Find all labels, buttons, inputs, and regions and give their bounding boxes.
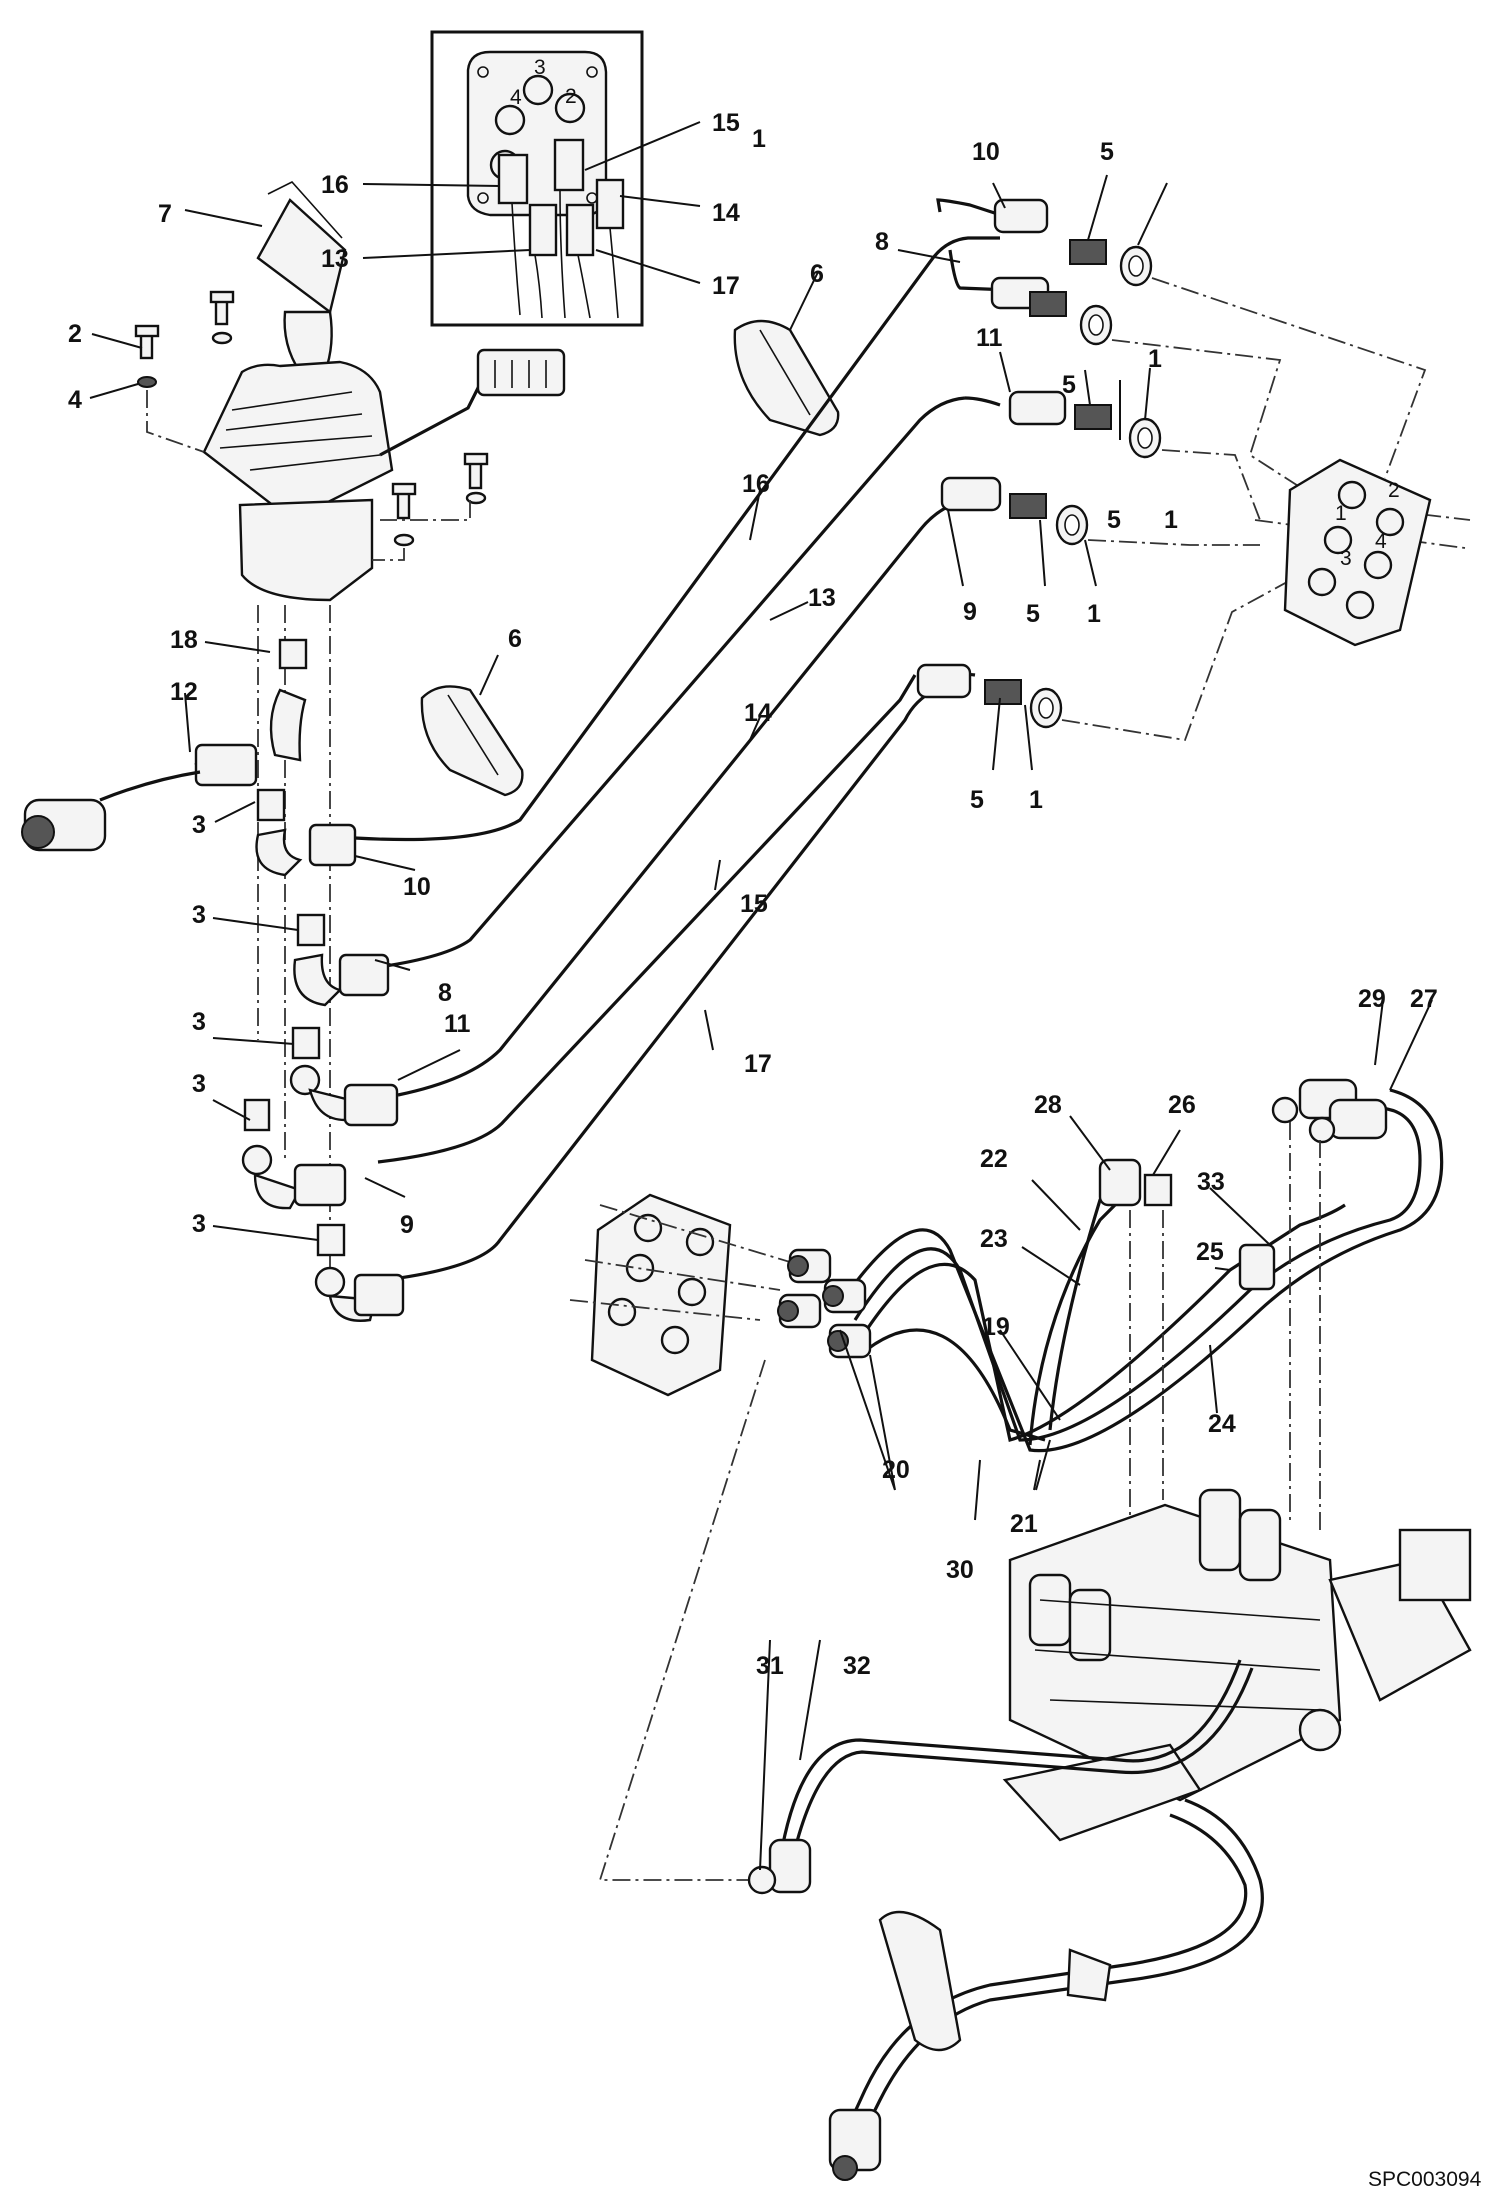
inset-hose-marker-16	[497, 153, 529, 205]
lower-port-block	[590, 1193, 732, 1397]
callout-numbers: 1 1 1 1 1 2 3 3 3 3 3 4 5 5 5 5 5 6 6 7 …	[68, 109, 1438, 1680]
inset-port-3: 3	[534, 56, 546, 79]
leader-lines	[89, 121, 1433, 1871]
callout-1d: 1	[1087, 600, 1101, 628]
hose-end-11	[1008, 390, 1067, 426]
callout-8a: 8	[875, 228, 889, 256]
inset-port-2: 2	[565, 85, 577, 108]
callout-14a: 14	[712, 199, 740, 227]
inset-port-4: 4	[510, 86, 522, 109]
drawing-code: SPC003094	[1368, 2168, 1482, 2191]
callout-11a: 11	[976, 324, 1003, 352]
cable-strap-upper	[733, 319, 840, 437]
control-valve	[1002, 1488, 1472, 1842]
callout-13a: 13	[321, 245, 349, 273]
callout-6a: 6	[810, 260, 824, 288]
inset-hose-marker-14	[595, 178, 625, 230]
callout-31: 31	[756, 1652, 784, 1680]
fitting-18	[278, 638, 308, 670]
callout-9a: 9	[963, 598, 977, 626]
joystick-port-inset: 3 4 2 1	[430, 30, 644, 327]
inset-hose-marker-13	[528, 203, 558, 257]
hose-end-9	[940, 476, 1002, 512]
block-port-2: 2	[1388, 479, 1400, 502]
callout-1a: 1	[752, 125, 766, 153]
callout-17a: 17	[712, 272, 740, 300]
joystick-grip	[256, 198, 347, 315]
valve-fittings-20	[777, 1248, 872, 1359]
clamp-33	[1238, 1243, 1276, 1291]
callout-5a: 5	[1100, 138, 1114, 166]
electrical-connector	[476, 348, 566, 397]
block-port-1: 1	[1335, 502, 1347, 525]
hose-end-15	[916, 663, 972, 699]
hose-end-10	[993, 198, 1049, 234]
inset-hose-marker-15	[553, 138, 585, 192]
callout-3c: 3	[192, 1008, 206, 1036]
joystick-rubber-boot	[202, 360, 394, 522]
callout-17b: 17	[744, 1050, 772, 1078]
callout-9b: 9	[400, 1211, 414, 1239]
inset-hose-marker-17	[565, 203, 595, 257]
callout-1c: 1	[1164, 506, 1178, 534]
callout-1e: 1	[1029, 786, 1043, 814]
callout-3e: 3	[192, 1210, 206, 1238]
check-valve-12	[194, 743, 258, 787]
callout-15a: 15	[712, 109, 740, 137]
callout-29: 29	[1358, 985, 1386, 1013]
cable-strap-lower	[420, 685, 524, 797]
callout-24: 24	[1208, 1410, 1236, 1438]
callout-1b: 1	[1148, 345, 1162, 373]
callout-13b: 13	[808, 584, 836, 612]
callout-19: 19	[982, 1313, 1010, 1341]
lower-hoses	[747, 1659, 1264, 2181]
callout-16a: 16	[321, 171, 349, 199]
callout-23: 23	[980, 1225, 1008, 1253]
callout-27: 27	[1410, 985, 1438, 1013]
callout-26: 26	[1168, 1091, 1196, 1119]
right-end-fittings	[916, 198, 1162, 729]
callout-10a: 10	[972, 138, 1000, 166]
callout-5b: 5	[1062, 371, 1076, 399]
callout-15b: 15	[740, 890, 768, 918]
callout-8b: 8	[438, 979, 452, 1007]
callout-11b: 11	[444, 1010, 471, 1038]
callout-5c: 5	[1107, 506, 1121, 534]
callout-3a: 3	[192, 811, 206, 839]
callout-2: 2	[68, 320, 82, 348]
joystick-assembly	[134, 181, 566, 602]
callout-4: 4	[68, 386, 82, 414]
callout-5e: 5	[970, 786, 984, 814]
callout-18: 18	[170, 626, 198, 654]
callout-12: 12	[170, 678, 198, 706]
joystick-base	[238, 498, 374, 602]
callout-5d: 5	[1026, 600, 1040, 628]
callout-7: 7	[158, 200, 172, 228]
callout-14b: 14	[744, 699, 772, 727]
callout-28: 28	[1034, 1091, 1062, 1119]
callout-21: 21	[1010, 1510, 1038, 1538]
callout-3d: 3	[192, 1070, 206, 1098]
valve-block-hoses	[777, 1078, 1444, 1530]
adapters-5	[984, 239, 1112, 705]
block-port-4: 4	[1375, 530, 1387, 553]
callout-10b: 10	[403, 873, 431, 901]
upper-port-block: 2 3 1 4	[1283, 458, 1432, 647]
callout-30: 30	[946, 1556, 974, 1584]
callout-25: 25	[1196, 1238, 1224, 1266]
o-rings-1	[1029, 245, 1162, 729]
callout-6b: 6	[508, 625, 522, 653]
callout-16b: 16	[742, 470, 770, 498]
block-port-3: 3	[1340, 547, 1352, 570]
callout-20: 20	[882, 1456, 910, 1484]
callout-3b: 3	[192, 901, 206, 929]
callout-33: 33	[1197, 1168, 1225, 1196]
joystick-fittings	[21, 605, 405, 1322]
bolt-2	[134, 324, 160, 388]
callout-32: 32	[843, 1652, 871, 1680]
callout-22: 22	[980, 1145, 1008, 1173]
